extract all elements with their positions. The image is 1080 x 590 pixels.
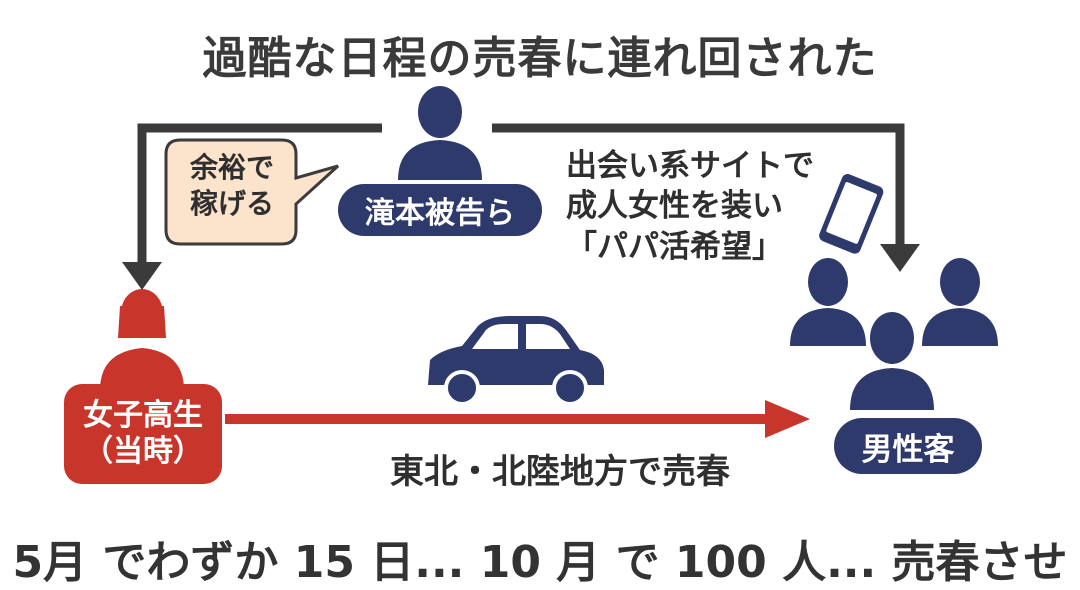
speech-bubble-text: 余裕で 稼げる (180, 150, 284, 223)
site-note-line: 出会い系サイトで (566, 148, 814, 184)
site-note-line: 成人女性を装い (566, 188, 783, 225)
route-arrow-shaft (225, 414, 775, 424)
customers-label: 男性客 (834, 418, 982, 474)
speech-line: 稼げる (189, 187, 274, 221)
bottom-caption: 5月 でわずか 15 日... 10 月 で 100 人... 売春させ (12, 537, 1068, 588)
site-note: 出会い系サイトで 成人女性を装い 「パパ活希望」 (566, 146, 814, 267)
route-arrow-head (765, 400, 810, 438)
speech-bubble (164, 138, 340, 246)
speech-line: 余裕で (189, 151, 274, 184)
arrow-to-customers (492, 123, 905, 250)
diagram-title: 過酷な日程の売春に連れ回された (202, 33, 878, 84)
customer-person-icon (922, 258, 998, 346)
defendants-label: 滝本被告ら (338, 184, 542, 236)
site-note-line: 「パパ活希望」 (566, 228, 783, 265)
victim-label-line: 女子高生 (83, 398, 203, 433)
arrow-to-victim (137, 123, 382, 270)
customer-person-icon (790, 258, 866, 346)
victim-label: 女子高生 （当時） (64, 384, 222, 484)
defendant-person-icon (398, 86, 482, 180)
customer-person-icon (850, 312, 934, 410)
arrow-to-customers-head (880, 244, 920, 272)
car-icon (428, 316, 604, 406)
diagram-canvas (100, 86, 998, 438)
victim-person-icon (100, 289, 184, 390)
victim-label-line: （当時） (83, 434, 203, 469)
route-label: 東北・北陸地方で売春 (390, 452, 730, 492)
arrow-to-victim-head (122, 262, 162, 290)
phone-icon (819, 174, 884, 254)
